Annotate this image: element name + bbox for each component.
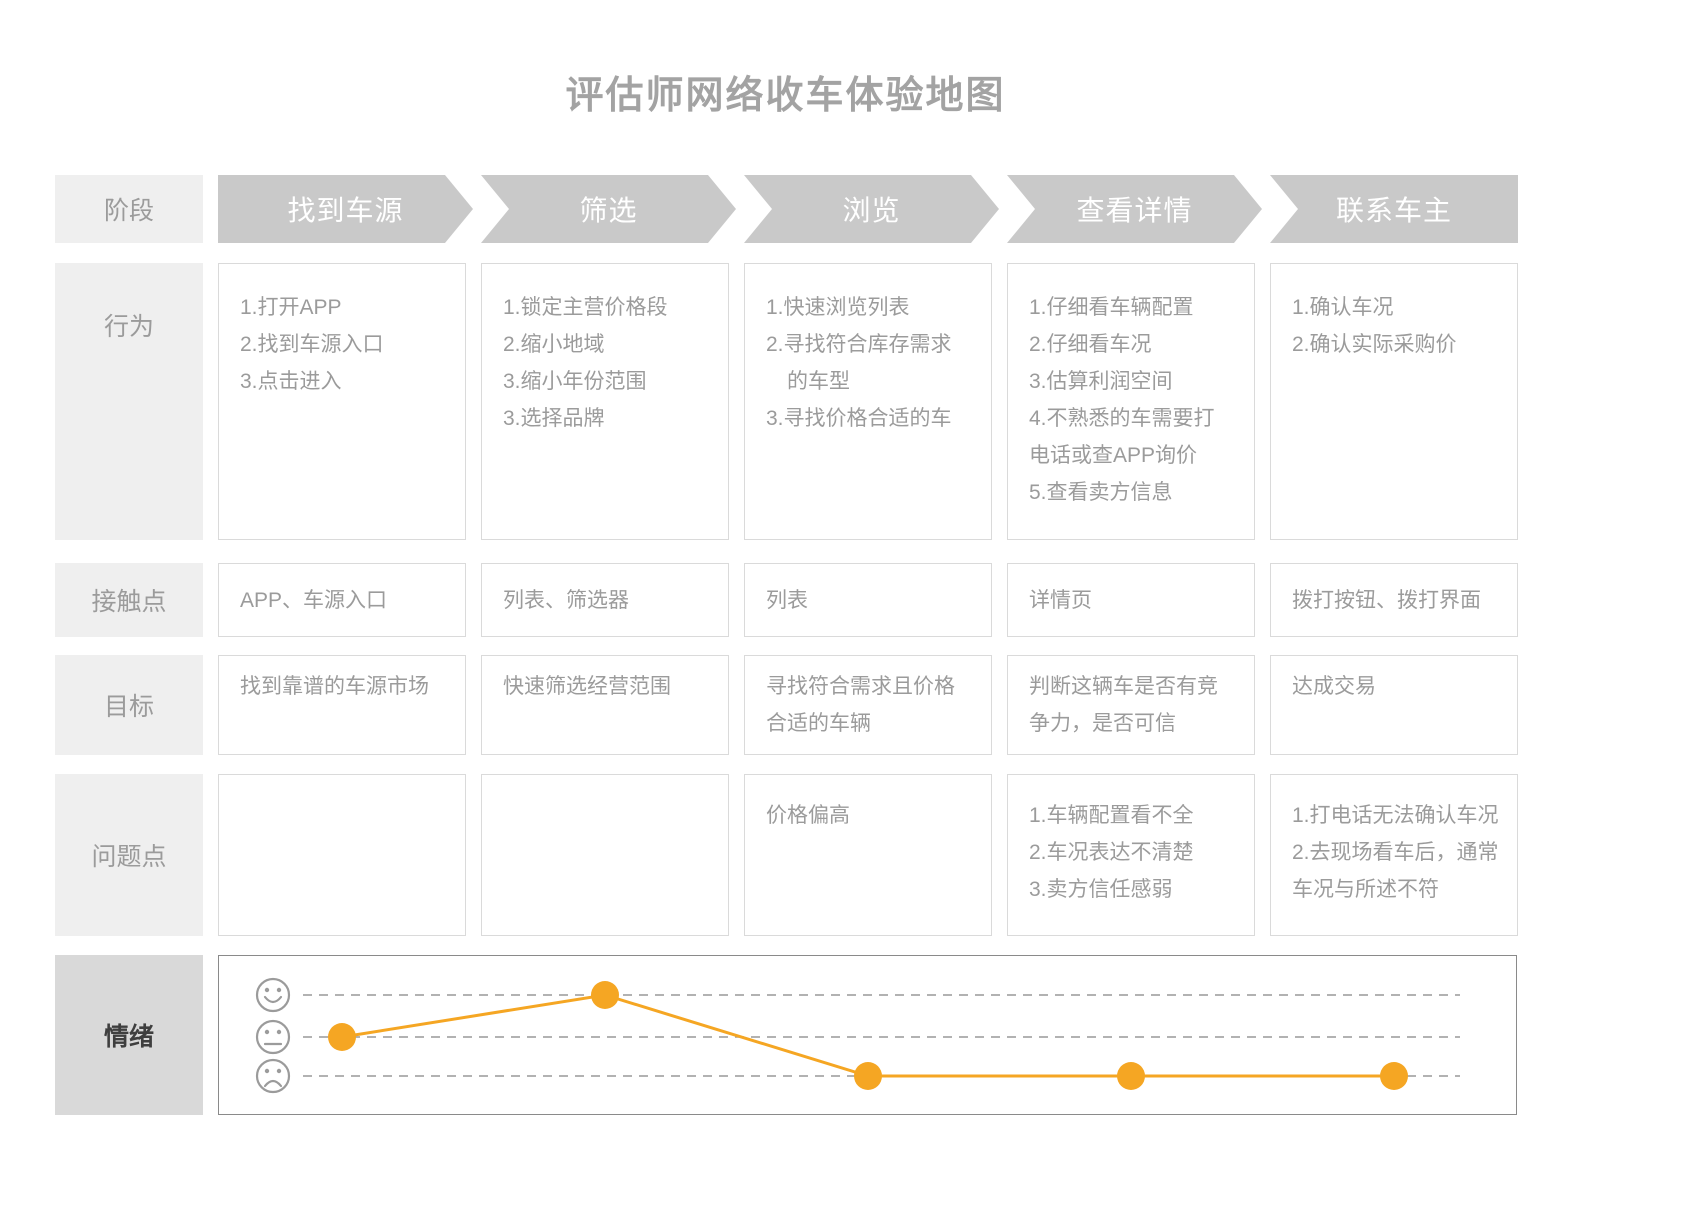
stage-arrow-3: 浏览 bbox=[744, 175, 999, 243]
stage-arrow-label: 联系车主 bbox=[1335, 195, 1452, 226]
behavior-cell-line: 1.锁定主营价格段 bbox=[503, 296, 668, 319]
problem-cell-5: 1.打电话无法确认车况 2.去现场看车后，通常车况与所述不符 bbox=[1270, 774, 1518, 936]
stage-arrow-5: 联系车主 bbox=[1270, 175, 1518, 243]
touchpoint-cell-5: 拨打按钮、拨打界面 bbox=[1270, 563, 1518, 637]
problem-cell-2 bbox=[481, 774, 729, 936]
goal-cell-3: 寻找符合需求且价格合适的车辆 bbox=[744, 655, 992, 755]
behavior-cell-line: 1.快速浏览列表 bbox=[766, 296, 910, 319]
row-label-problem: 问题点 bbox=[55, 774, 203, 936]
behavior-cell-line: 电话或查APP询价 bbox=[1029, 444, 1198, 467]
goal-cell-2: 快速筛选经营范围 bbox=[481, 655, 729, 755]
row-label-goal: 目标 bbox=[55, 655, 203, 755]
goal-cell-line: 合适的车辆 bbox=[766, 712, 871, 735]
goal-cell-4: 判断这辆车是否有竞争力，是否可信 bbox=[1007, 655, 1255, 755]
emotion-point-5 bbox=[1380, 1062, 1408, 1090]
emotion-point-1 bbox=[328, 1023, 356, 1051]
problem-cell-line: 价格偏高 bbox=[766, 804, 850, 827]
row-label-behavior: 行为 bbox=[55, 263, 203, 540]
emotion-chart-border bbox=[218, 955, 1517, 1115]
touchpoint-cell-1: APP、车源入口 bbox=[218, 563, 466, 637]
problem-cell-line: 2.车况表达不清楚 bbox=[1029, 841, 1194, 864]
behavior-cell-line: 2.确认实际采购价 bbox=[1292, 333, 1457, 356]
stage-arrow-1: 找到车源 bbox=[218, 175, 473, 243]
behavior-cell-line: 3.点击进入 bbox=[240, 370, 342, 393]
emotion-point-2 bbox=[591, 981, 619, 1009]
behavior-cell-4: 1.仔细看车辆配置 2.仔细看车况 3.估算利润空间 4.不熟悉的车需要打电话或查AP… bbox=[1007, 263, 1255, 540]
row-label-stage: 阶段 bbox=[55, 175, 203, 243]
touchpoint-cell-3: 列表 bbox=[744, 563, 992, 637]
goal-cell-line: 判断这辆车是否有竞 bbox=[1029, 675, 1218, 698]
behavior-cell-1: 1.打开APP 2.找到车源入口 3.点击进入 bbox=[218, 263, 466, 540]
stage-arrow-4: 查看详情 bbox=[1007, 175, 1262, 243]
behavior-cell-line: 2.找到车源入口 bbox=[240, 333, 384, 356]
touchpoint-cell-text: 列表 bbox=[766, 588, 808, 612]
emotion-point-4 bbox=[1117, 1062, 1145, 1090]
stage-arrow-label: 筛选 bbox=[579, 195, 638, 226]
touchpoint-cell-text: 详情页 bbox=[1029, 588, 1092, 612]
stage-arrow-label: 找到车源 bbox=[287, 195, 404, 226]
stage-arrow-label: 查看详情 bbox=[1076, 195, 1193, 226]
problem-cell-line: 车况与所述不符 bbox=[1292, 878, 1439, 901]
goal-cell-line: 寻找符合需求且价格 bbox=[766, 675, 955, 698]
row-label-touchpoint: 接触点 bbox=[55, 563, 203, 637]
touchpoint-cell-text: APP、车源入口 bbox=[240, 588, 388, 612]
behavior-cell-line: 2.寻找符合库存需求 bbox=[766, 333, 952, 356]
goal-cell-line: 达成交易 bbox=[1292, 675, 1376, 698]
happy-face-icon bbox=[255, 977, 291, 1013]
goal-cell-line: 找到靠谱的车源市场 bbox=[240, 675, 429, 698]
behavior-cell-line: 3.寻找价格合适的车 bbox=[766, 407, 952, 430]
touchpoint-cell-4: 详情页 bbox=[1007, 563, 1255, 637]
neutral-face-icon bbox=[255, 1019, 291, 1055]
behavior-cell-line: 4.不熟悉的车需要打 bbox=[1029, 407, 1215, 430]
behavior-cell-line: 3.缩小年份范围 bbox=[503, 370, 647, 393]
behavior-cell-5: 1.确认车况 2.确认实际采购价 bbox=[1270, 263, 1518, 540]
emotion-chart bbox=[218, 955, 1517, 1115]
touchpoint-cell-2: 列表、筛选器 bbox=[481, 563, 729, 637]
behavior-cell-line: 1.仔细看车辆配置 bbox=[1029, 296, 1194, 319]
touchpoint-cell-text: 列表、筛选器 bbox=[503, 588, 629, 612]
stage-arrow-label: 浏览 bbox=[842, 195, 901, 226]
emotion-point-3 bbox=[854, 1062, 882, 1090]
problem-cell-line: 3.卖方信任感弱 bbox=[1029, 878, 1173, 901]
problem-cell-line: 1.车辆配置看不全 bbox=[1029, 804, 1194, 827]
behavior-cell-line: 5.查看卖方信息 bbox=[1029, 481, 1173, 504]
behavior-cell-line: 3.估算利润空间 bbox=[1029, 370, 1173, 393]
behavior-cell-line: 3.选择品牌 bbox=[503, 407, 605, 430]
goal-cell-line: 争力，是否可信 bbox=[1029, 712, 1176, 735]
behavior-cell-line: 1.打开APP bbox=[240, 296, 342, 319]
behavior-cell-3: 1.快速浏览列表 2.寻找符合库存需求 的车型 3.寻找价格合适的车 bbox=[744, 263, 992, 540]
sad-face-icon bbox=[255, 1058, 291, 1094]
goal-cell-line: 快速筛选经营范围 bbox=[503, 675, 671, 698]
problem-cell-1 bbox=[218, 774, 466, 936]
behavior-cell-line: 的车型 bbox=[766, 370, 850, 393]
touchpoint-cell-text: 拨打按钮、拨打界面 bbox=[1292, 588, 1481, 612]
goal-cell-1: 找到靠谱的车源市场 bbox=[218, 655, 466, 755]
behavior-cell-line: 2.仔细看车况 bbox=[1029, 333, 1152, 356]
problem-cell-line: 1.打电话无法确认车况 bbox=[1292, 804, 1499, 827]
emotion-line-chart bbox=[218, 955, 1517, 1115]
goal-cell-5: 达成交易 bbox=[1270, 655, 1518, 755]
problem-cell-line: 2.去现场看车后，通常 bbox=[1292, 841, 1499, 864]
problem-cell-3: 价格偏高 bbox=[744, 774, 992, 936]
behavior-cell-2: 1.锁定主营价格段 2.缩小地域 3.缩小年份范围 3.选择品牌 bbox=[481, 263, 729, 540]
page-title: 评估师网络收车体验地图 bbox=[565, 75, 1006, 117]
stage-arrow-2: 筛选 bbox=[481, 175, 736, 243]
problem-cell-4: 1.车辆配置看不全 2.车况表达不清楚 3.卖方信任感弱 bbox=[1007, 774, 1255, 936]
behavior-cell-line: 2.缩小地域 bbox=[503, 333, 605, 356]
behavior-cell-line: 1.确认车况 bbox=[1292, 296, 1394, 319]
row-label-emotion: 情绪 bbox=[55, 955, 203, 1115]
